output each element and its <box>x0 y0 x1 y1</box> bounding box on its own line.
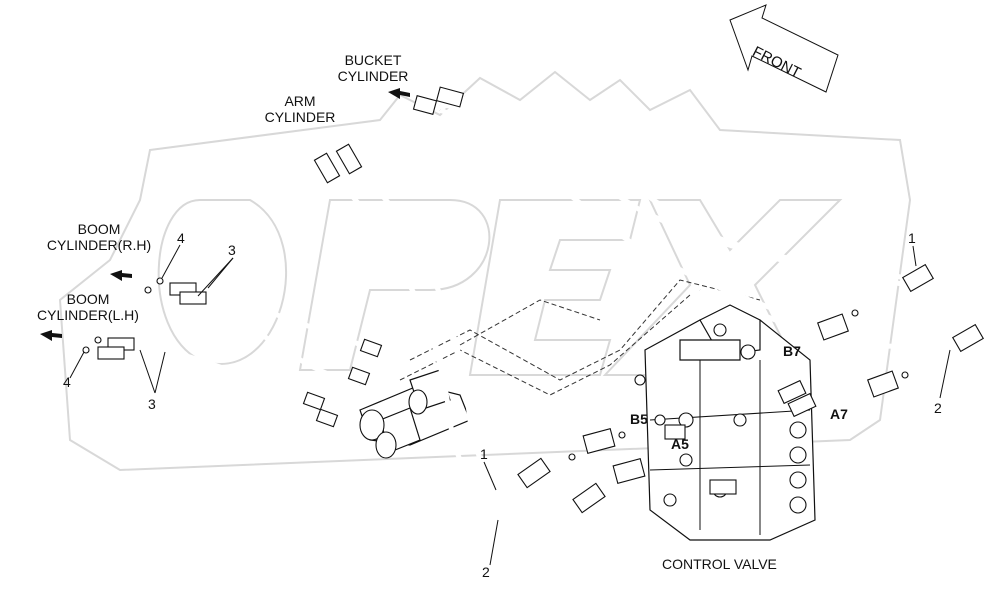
hose-arm <box>333 163 602 519</box>
part-number-4-lower: 4 <box>63 374 71 390</box>
leader-lines <box>69 244 951 566</box>
part-number-1-upper: 1 <box>908 230 916 246</box>
port-a5-label: A5 <box>671 436 689 452</box>
port-a7-label: A7 <box>830 406 848 422</box>
direction-arrows <box>40 88 410 341</box>
hose-boom-lh <box>119 342 321 423</box>
boom-lh-label-line1: BOOM <box>66 291 110 307</box>
hose-fittings <box>97 86 985 514</box>
port-b5-label: B5 <box>630 411 648 427</box>
arm-label-line1: ARM <box>284 93 316 109</box>
part-number-1-lower: 1 <box>480 446 488 462</box>
boom-rh-label-line2: CYLINDER(R.H) <box>46 237 152 253</box>
arm-label-line2: CYLINDER <box>264 109 336 125</box>
control-valve <box>634 304 817 541</box>
bucket-label-line2: CYLINDER <box>337 68 409 84</box>
boom-rh-label-line1: BOOM <box>77 221 121 237</box>
bucket-cylinder-label: BUCKET CYLINDER <box>328 52 418 84</box>
boom-cylinder-rh-label: BOOM CYLINDER(R.H) <box>36 221 162 253</box>
part-number-3-upper: 3 <box>228 242 236 258</box>
part-number-2-right: 2 <box>934 400 942 416</box>
part-number-2-bottom: 2 <box>482 564 490 580</box>
front-arrow <box>729 4 839 93</box>
boom-lh-label-line2: CYLINDER(L.H) <box>37 307 139 323</box>
adapters <box>82 277 909 484</box>
arm-cylinder-label: ARM CYLINDER <box>255 93 345 125</box>
port-b7-label: B7 <box>783 343 801 359</box>
boom-cylinder-lh-label: BOOM CYLINDER(L.H) <box>25 291 151 323</box>
part-number-3-lower: 3 <box>148 396 156 412</box>
part-number-4-upper: 4 <box>177 230 185 246</box>
hose-bucket <box>439 93 921 288</box>
hose-boom-rh <box>194 287 371 388</box>
control-valve-label: CONTROL VALVE <box>662 556 777 572</box>
bucket-label-line1: BUCKET <box>344 52 402 68</box>
